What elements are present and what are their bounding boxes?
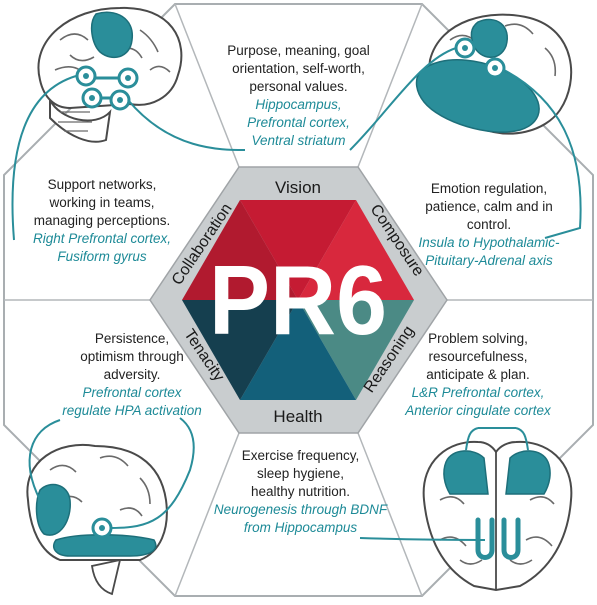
reasoning-line: anticipate & plan. (426, 367, 530, 382)
vision-brain-region: Prefrontal cortex, (247, 115, 350, 130)
health-line: Exercise frequency, (241, 448, 360, 463)
connector-vision-right (349, 47, 457, 151)
hex-segment-composure (298, 200, 414, 300)
vision-brain-region: Ventral striatum (251, 133, 346, 148)
label-vision: Vision (275, 178, 321, 197)
brain-top-left-icon (37, 6, 183, 143)
pr6-logo: PR6 (209, 245, 387, 355)
reasoning-brain-region: Anterior cingulate cortex (405, 403, 551, 418)
hex-segment-health (240, 300, 356, 400)
hex-segment-vision (240, 200, 356, 300)
composure-brain-region: Pituitary-Adrenal axis (425, 253, 553, 268)
composure-line: patience, calm and in (425, 199, 553, 214)
tenacity-brain-region: Prefrontal cortex (82, 385, 182, 400)
brain-bottom-left-icon (26, 444, 168, 596)
hex-segment-collaboration (182, 200, 298, 300)
connector-collaboration (11, 75, 77, 241)
reasoning-line: resourcefulness, (428, 349, 528, 364)
connector-tenacity (110, 417, 195, 529)
connector-vision (127, 99, 246, 151)
health-description: Exercise frequency, sleep hygiene, healt… (198, 447, 403, 537)
collaboration-line: managing perceptions. (33, 213, 171, 228)
vision-line: personal values. (249, 79, 348, 94)
reasoning-description: Problem solving, resourcefulness, antici… (378, 330, 578, 420)
collaboration-brain-region: Right Prefrontal cortex, (32, 231, 172, 246)
composure-brain-region: Insula to Hypothalamic- (418, 235, 560, 250)
tenacity-line: Persistence, (94, 331, 170, 346)
hex-segment-reasoning (298, 300, 414, 400)
brain-top-right-icon (415, 13, 573, 135)
connector-health (359, 537, 486, 541)
vision-line: Purpose, meaning, goal (227, 43, 370, 58)
hex-segment-tenacity (182, 300, 298, 400)
health-line: sleep hygiene, (256, 466, 345, 481)
vision-brain-region: Hippocampus, (255, 97, 342, 112)
health-brain-region: Neurogenesis through BDNF (213, 502, 388, 517)
connector-composure (503, 69, 582, 239)
composure-description: Emotion regulation, patience, calm and i… (394, 180, 584, 270)
label-health: Health (273, 407, 322, 426)
collaboration-brain-region: Fusiform gyrus (57, 249, 147, 264)
collaboration-line: working in teams, (49, 195, 155, 210)
section-dividers (4, 3, 593, 597)
vision-line: orientation, self-worth, (232, 61, 365, 76)
composure-line: Emotion regulation, (430, 181, 548, 196)
reasoning-line: Problem solving, (428, 331, 528, 346)
reasoning-brain-region: L&R Prefrontal cortex, (411, 385, 545, 400)
health-brain-region: from Hippocampus (243, 520, 358, 535)
collaboration-description: Support networks, working in teams, mana… (14, 176, 190, 266)
health-line: healthy nutrition. (250, 484, 351, 499)
tenacity-brain-region: regulate HPA activation (62, 403, 202, 418)
pr6-hexagon (182, 200, 414, 400)
brain-bottom-right-icon (422, 440, 573, 592)
connector-reasoning (465, 427, 529, 451)
tenacity-line: adversity. (103, 367, 161, 382)
tenacity-line: optimism through (80, 349, 184, 364)
collaboration-line: Support networks, (47, 177, 157, 192)
tenacity-description: Persistence, optimism through adversity.… (42, 330, 222, 420)
connector-tenacity-left (28, 419, 61, 501)
composure-line: control. (466, 217, 512, 232)
vision-description: Purpose, meaning, goal orientation, self… (196, 42, 401, 150)
